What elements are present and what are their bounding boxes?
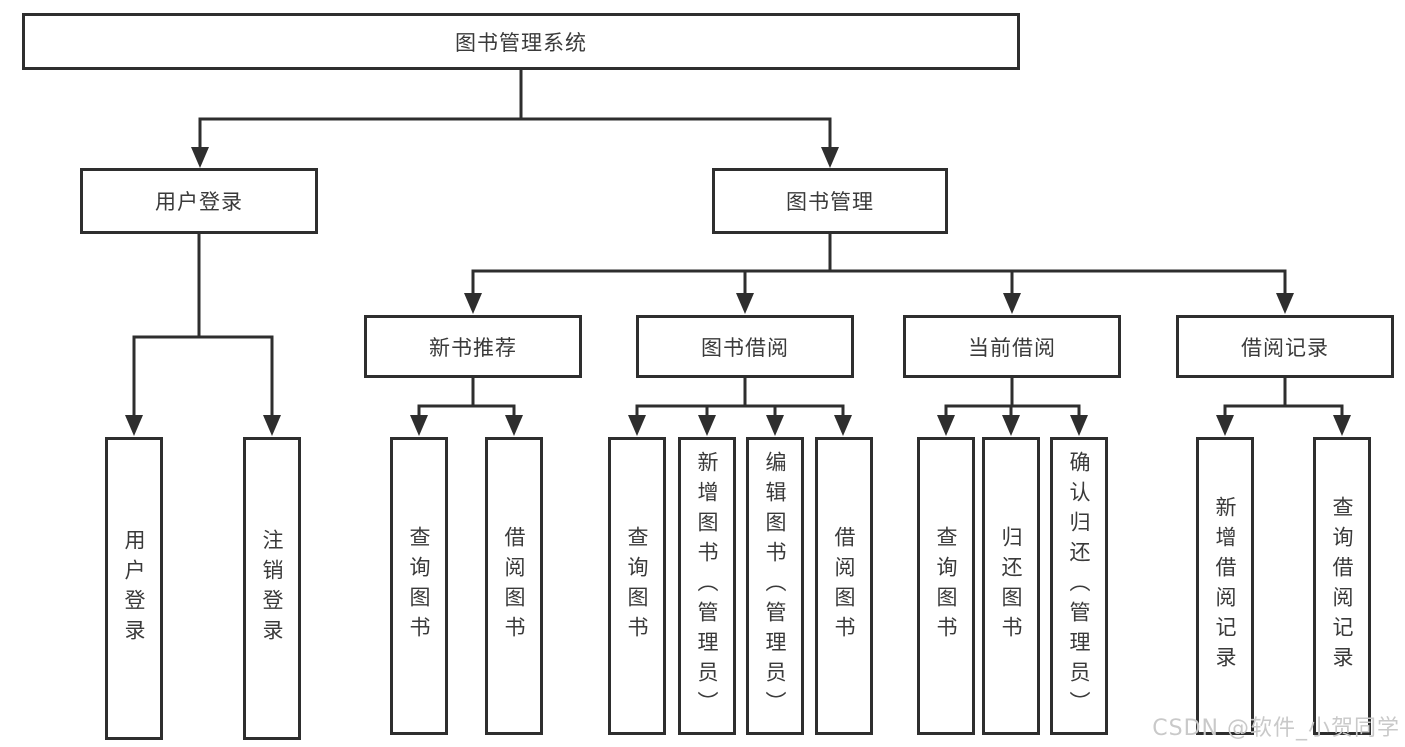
node-new-book-recommend: 新书推荐 xyxy=(364,315,582,378)
node-current-borrowing: 当前借阅 xyxy=(903,315,1121,378)
node-bb-borrow-books: 借阅图书 xyxy=(815,437,873,735)
node-nbr-borrow-books: 借阅图书 xyxy=(485,437,543,735)
node-cb-confirm-return-admin: 确认归还（管理员） xyxy=(1050,437,1108,735)
node-cb-query-books: 查询图书 xyxy=(917,437,975,735)
node-borrowing-records: 借阅记录 xyxy=(1176,315,1394,378)
node-bb-add-book-admin: 新增图书（管理员） xyxy=(678,437,736,735)
node-cb-return-book: 归还图书 xyxy=(982,437,1040,735)
node-nbr-query-books: 查询图书 xyxy=(390,437,448,735)
node-book-borrowing: 图书借阅 xyxy=(636,315,854,378)
node-br-add-record: 新增借阅记录 xyxy=(1196,437,1254,735)
node-logout: 注销登录 xyxy=(243,437,301,740)
node-book-management: 图书管理 xyxy=(712,168,948,234)
csdn-watermark: CSDN @软件_小贺同学 xyxy=(1152,716,1400,741)
node-br-query-record: 查询借阅记录 xyxy=(1313,437,1371,735)
node-library-system: 图书管理系统 xyxy=(22,13,1020,70)
node-user-login-leaf: 用户登录 xyxy=(105,437,163,740)
node-bb-edit-book-admin: 编辑图书（管理员） xyxy=(746,437,804,735)
node-user-login: 用户登录 xyxy=(80,168,318,234)
node-bb-query-books: 查询图书 xyxy=(608,437,666,735)
